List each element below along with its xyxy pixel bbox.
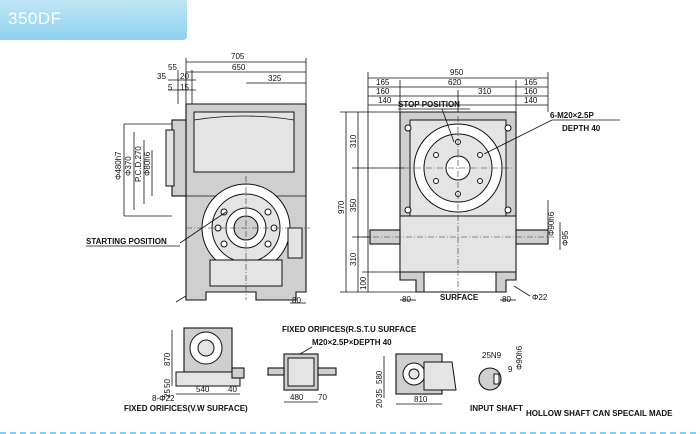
label-thread-depth: M20×2.5P×DEPTH 40 [312,338,392,347]
label-stop-position: STOP POSITION [398,100,460,109]
bottom-dashed-rule [0,432,700,434]
dim-140-r: 140 [524,96,538,105]
dim-phi370: Φ370 [124,156,133,176]
dim-950: 950 [450,68,464,77]
dim-810: 810 [414,395,428,404]
dim-165-l: 165 [376,78,390,87]
bottom-view-d: 25N9 9 Φ90h6 INPUT SHAFT HOLLOW SHAFT CA… [470,345,673,418]
caption-input-shaft: INPUT SHAFT [470,404,523,413]
caption-vw-surface: FIXED ORIFICES(V.W SURFACE) [124,404,248,413]
dim-705: 705 [231,52,245,61]
dim-310-bottom: 310 [349,252,358,266]
dim-20: 20 [375,399,384,408]
dim-580: 580 [375,370,384,384]
dim-35: 35 [157,72,166,81]
dim-phi480h7: Φ480h7 [114,151,123,180]
dim-165-r: 165 [524,78,538,87]
label-starting-position: STARTING POSITION [86,237,167,246]
dim-phi95: Φ95 [561,230,570,246]
dim-9: 9 [508,365,513,374]
model-title: 350DF [8,9,62,28]
dim-160-l: 160 [376,87,390,96]
bottom-view-a: 870 50 25 540 40 8-Φ22 FIXED ORIFICES(V.… [124,327,248,413]
dim-540: 540 [196,385,210,394]
dim-310: 310 [478,87,492,96]
dim-pcd270: P.C.D.270 [134,146,143,182]
dim-55: 55 [168,63,177,72]
right-view: 950 165 620 165 160 310 160 140 140 [337,68,620,304]
dim-5: 5 [168,83,173,92]
dim-620: 620 [448,78,462,87]
dim-350: 350 [349,198,358,212]
caption-rstu-surface: FIXED ORIFICES(R.S.T.U SURFACE [282,325,417,334]
dim-160-r: 160 [524,87,538,96]
dim-480: 480 [290,393,304,402]
dim-100: 100 [359,276,368,290]
bottom-view-b: FIXED ORIFICES(R.S.T.U SURFACE M20×2.5P×… [267,325,417,403]
label-thread: 6-M20×2.5P [550,111,594,120]
dim-325: 325 [268,74,282,83]
dim-140-l: 140 [378,96,392,105]
dim-80-left: 80 [292,296,301,305]
dim-50: 50 [163,379,172,388]
title-badge: 350DF [0,0,187,40]
dim-40: 40 [228,385,237,394]
dim-25n9: 25N9 [482,351,502,360]
dim-phi22: Φ22 [532,293,548,302]
bottom-view-c: 580 35 20 810 [375,353,457,408]
label-8-phi22: 8-Φ22 [152,394,175,403]
note-hollow-shaft: HOLLOW SHAFT CAN SPECAIL MADE [526,409,673,418]
dim-20: 20 [180,72,189,81]
label-surface: SURFACE [440,293,479,302]
dim-35: 35 [375,389,384,398]
dim-phi90h6-shaft: Φ90h6 [515,345,524,370]
dim-phi90h6-right: Φ90h6 [547,211,556,236]
dim-phi80h6: Φ80h6 [143,151,152,176]
label-depth: DEPTH 40 [562,124,601,133]
dim-25: 25 [163,389,172,398]
dim-970: 970 [337,200,346,214]
dim-650: 650 [232,63,246,72]
dim-870: 870 [163,352,172,366]
dim-310-top: 310 [349,134,358,148]
dim-80-r2: 80 [502,295,511,304]
left-view: 705 650 325 55 35 20 5 15 [86,52,310,305]
dim-80-r1: 80 [402,295,411,304]
dim-15: 15 [180,83,189,92]
dim-70: 70 [318,393,327,402]
